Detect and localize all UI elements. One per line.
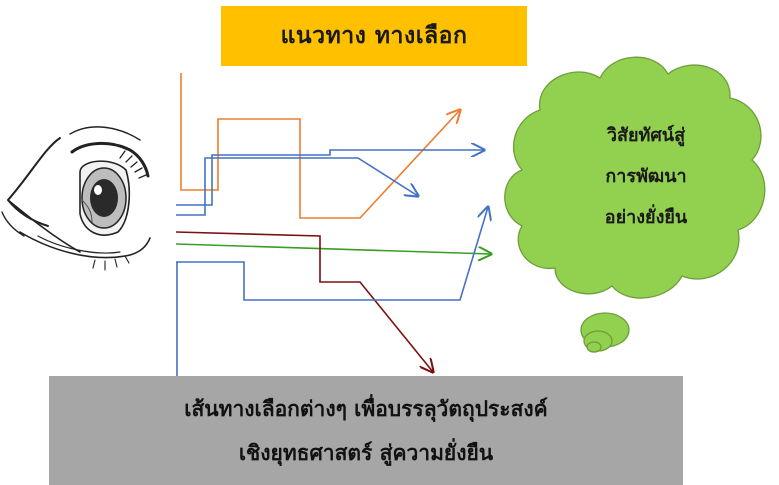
eye-icon [1, 126, 151, 271]
green-path [175, 243, 491, 254]
vision-line-2: การพัฒนา [605, 166, 687, 187]
blue-path-2 [176, 157, 418, 216]
blue-path-3 [176, 207, 488, 301]
orange-path [180, 73, 460, 219]
title-text: แนวทาง ทางเลือก [280, 23, 468, 49]
darkred-path [175, 231, 433, 372]
footer-line-1: เส้นทางเลือกต่างๆ เพื่อบรรลุวัตถุประสงค์ [184, 396, 548, 421]
thought-cloud [504, 56, 766, 353]
footer-box: เส้นทางเลือกต่างๆ เพื่อบรรลุวัตถุประสงค์… [49, 376, 683, 485]
vision-line-1: วิสัยทัศน์สู่ [606, 125, 686, 146]
blue-path-1 [176, 150, 484, 206]
vision-text: วิสัยทัศน์สู่ การพัฒนา อย่างยั่งยืน [548, 115, 744, 238]
footer-line-2: เชิงยุทธศาสตร์ สู่ความยั่งยืน [238, 440, 494, 465]
vision-line-3: อย่างยั่งยืน [604, 207, 688, 228]
title-box: แนวทาง ทางเลือก [221, 6, 527, 66]
